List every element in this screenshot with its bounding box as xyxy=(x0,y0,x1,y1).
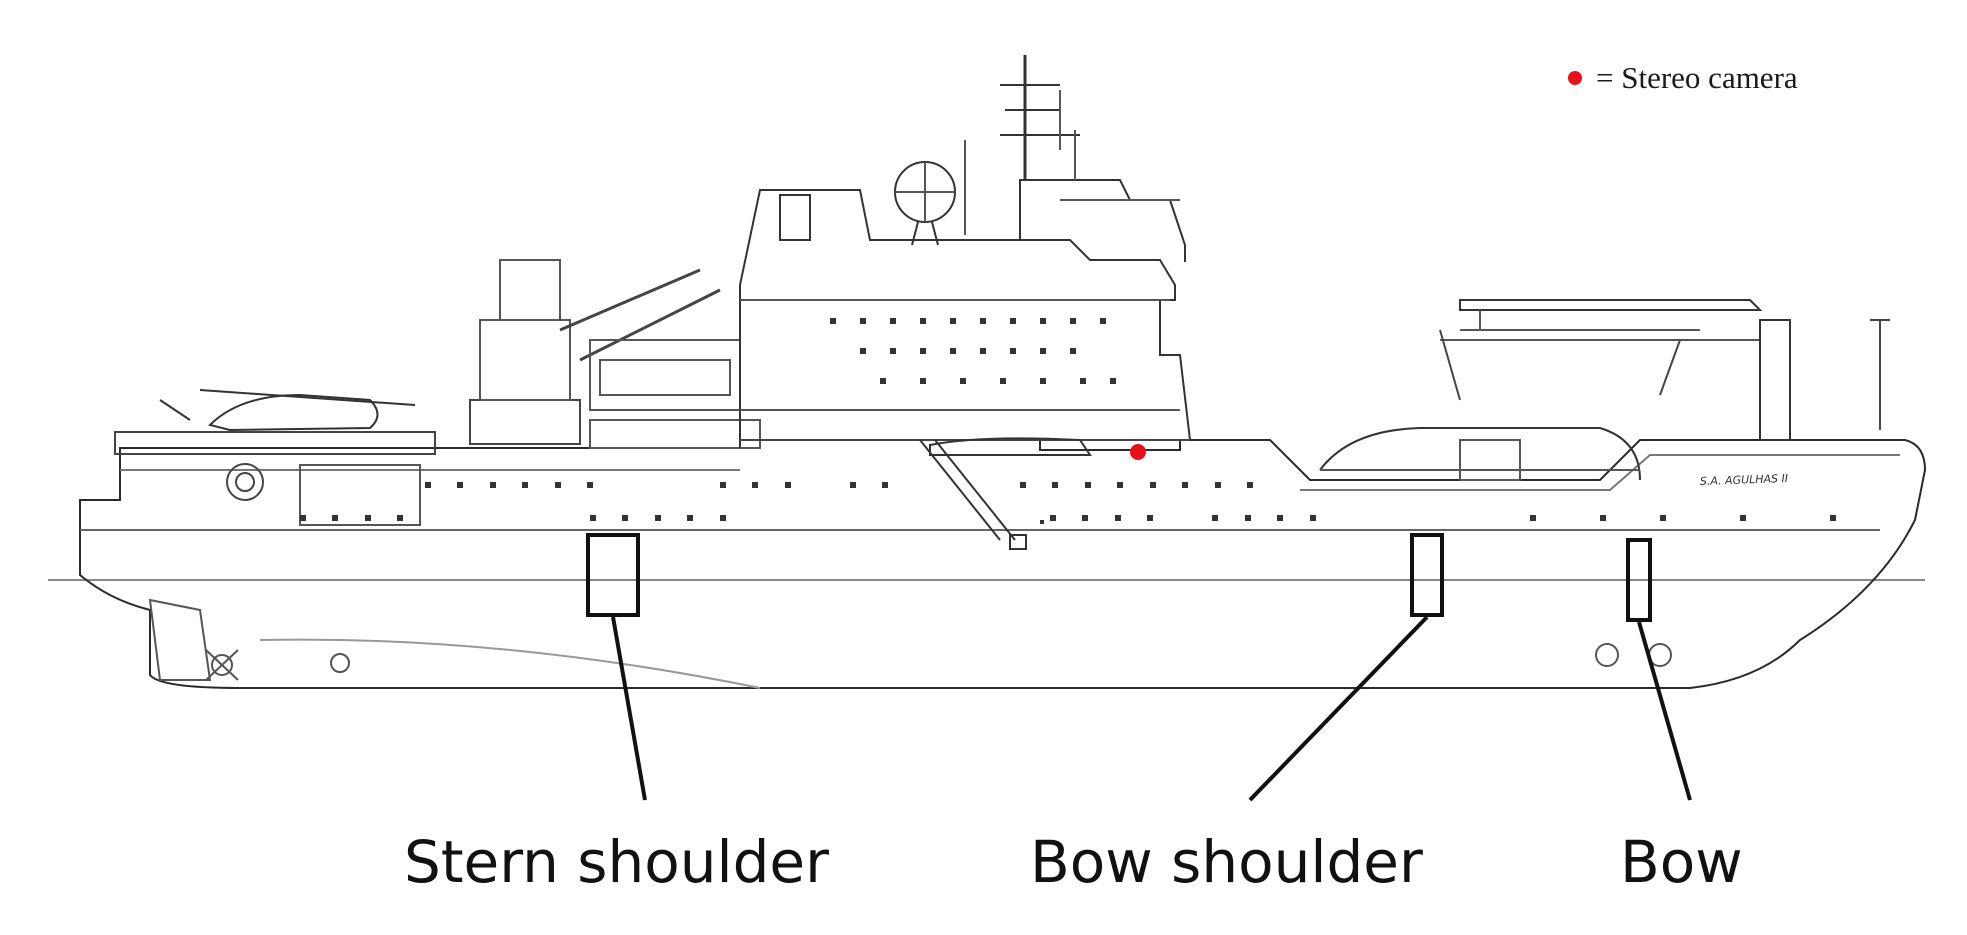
fore-hatch xyxy=(1319,427,1641,481)
bridge xyxy=(1019,179,1186,262)
helicopter xyxy=(208,393,379,432)
bow-shoulder-label: Bow shoulder xyxy=(1030,828,1423,896)
funnel-crest xyxy=(779,194,811,241)
stern-shoulder-box xyxy=(586,533,640,617)
bow-box xyxy=(1626,538,1652,622)
stern-shoulder-leader xyxy=(611,616,647,801)
stereo-camera-dot-icon xyxy=(1568,71,1582,85)
stereo-camera-marker xyxy=(1130,444,1146,460)
propeller-hub xyxy=(211,654,233,676)
thruster xyxy=(330,653,350,673)
main-superstructure xyxy=(739,189,1191,448)
legend: = Stereo camera xyxy=(1568,58,1798,98)
rescue-boat xyxy=(929,437,1092,456)
aft-house xyxy=(469,399,581,445)
fore-deck-line xyxy=(1300,454,1900,491)
stern-skeg xyxy=(148,598,212,681)
crane-pedestal xyxy=(1759,319,1791,441)
hull-name: S.A. AGULHAS II xyxy=(1700,472,1789,488)
bow-label: Bow xyxy=(1620,828,1743,896)
bow-shoulder-leader xyxy=(1248,615,1429,802)
helideck xyxy=(114,431,436,455)
bow-leader xyxy=(1637,621,1692,801)
bow-thruster-1 xyxy=(1595,643,1619,667)
stern-shoulder-label: Stern shoulder xyxy=(404,828,829,896)
fore-crane xyxy=(1459,299,1763,311)
legend-text: = Stereo camera xyxy=(1596,60,1798,95)
hull-outline xyxy=(79,439,1927,689)
portholes xyxy=(300,318,1836,524)
bow-shoulder-box xyxy=(1410,533,1444,617)
